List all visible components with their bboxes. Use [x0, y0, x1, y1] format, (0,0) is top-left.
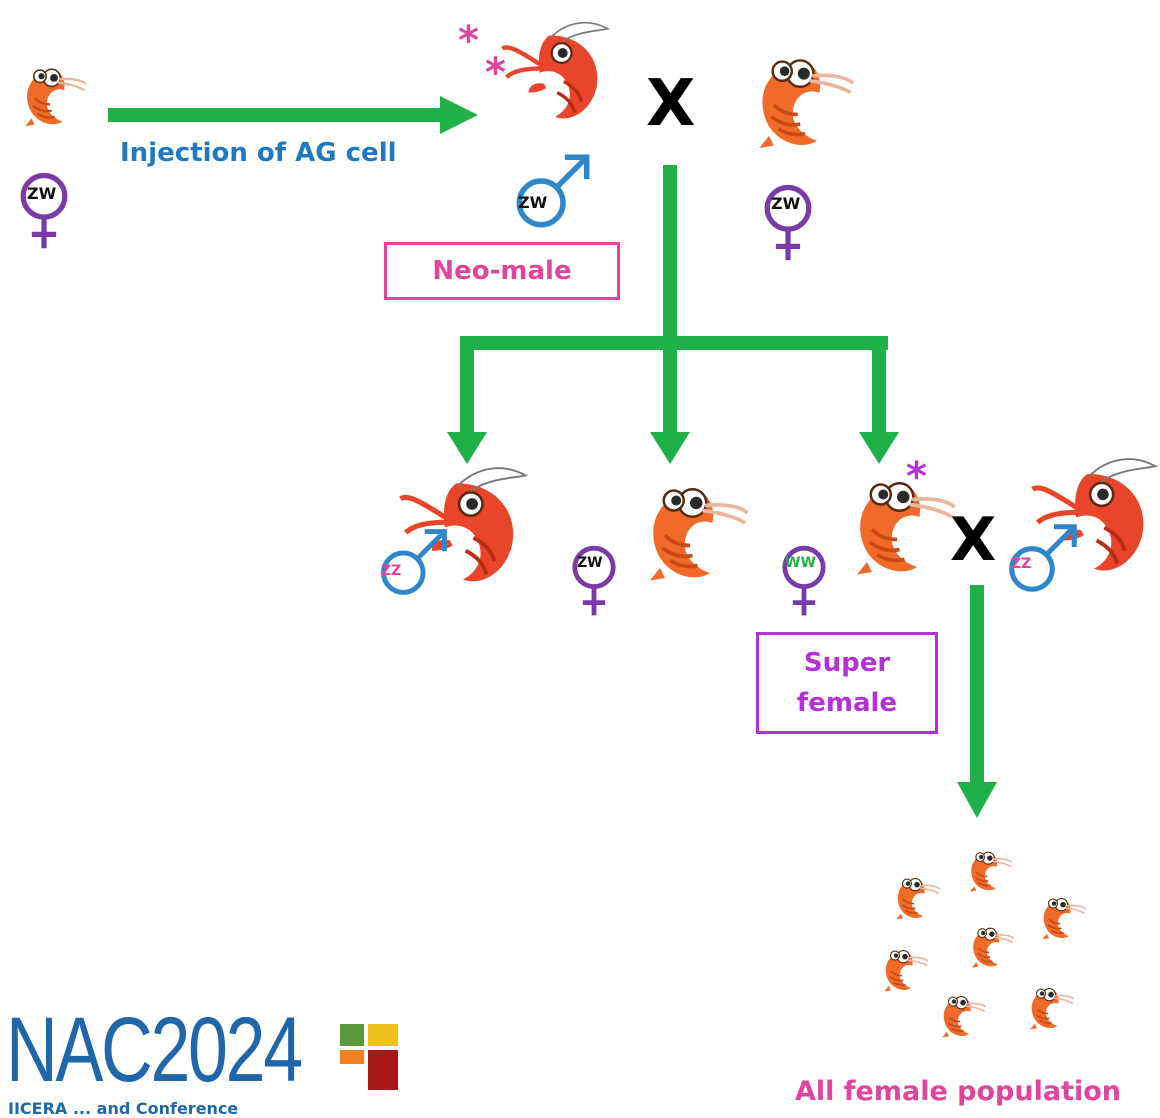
- male-symbol-icon: [384, 532, 445, 593]
- genotype-label: ZW: [771, 194, 801, 213]
- logo-squares: [340, 1024, 398, 1090]
- shrimp-icon: [23, 68, 86, 128]
- super-female-label-line2: female: [796, 688, 898, 718]
- genotype-label: WW: [785, 555, 816, 571]
- shrimp-icon: [1033, 459, 1156, 570]
- asterisk-mark: *: [458, 18, 479, 64]
- genotype-label: ZZ: [381, 563, 402, 579]
- shrimp-icon: [757, 58, 855, 150]
- genotype-label: ZW: [27, 184, 57, 203]
- branch-arrows: [447, 165, 997, 818]
- injection-label: Injection of AG cell: [120, 138, 397, 168]
- logo-text: NAC2024: [6, 999, 303, 1101]
- shrimp-icon: [648, 487, 750, 583]
- genotype-label: ZW: [577, 555, 603, 571]
- genotype-label: ZZ: [1011, 556, 1032, 572]
- cross-symbol: X: [950, 505, 997, 575]
- neo-male-box: Neo-male: [384, 242, 620, 300]
- logo-subtext: IICERA ... and Conference: [8, 1100, 239, 1118]
- arrow-icon: [108, 96, 478, 134]
- shrimp-icon: [502, 23, 608, 119]
- asterisk-mark: *: [906, 454, 927, 500]
- cross-symbol: X: [646, 67, 696, 141]
- asterisk-mark: *: [485, 50, 506, 96]
- neo-male-label: Neo-male: [432, 256, 572, 286]
- super-female-box: Super female: [756, 632, 938, 734]
- super-female-label-line1: Super: [803, 648, 891, 678]
- male-symbol-icon: [519, 157, 586, 224]
- genotype-label: ZW: [518, 193, 548, 212]
- shrimp-cluster: [883, 851, 1086, 1039]
- all-female-label: All female population: [795, 1076, 1122, 1107]
